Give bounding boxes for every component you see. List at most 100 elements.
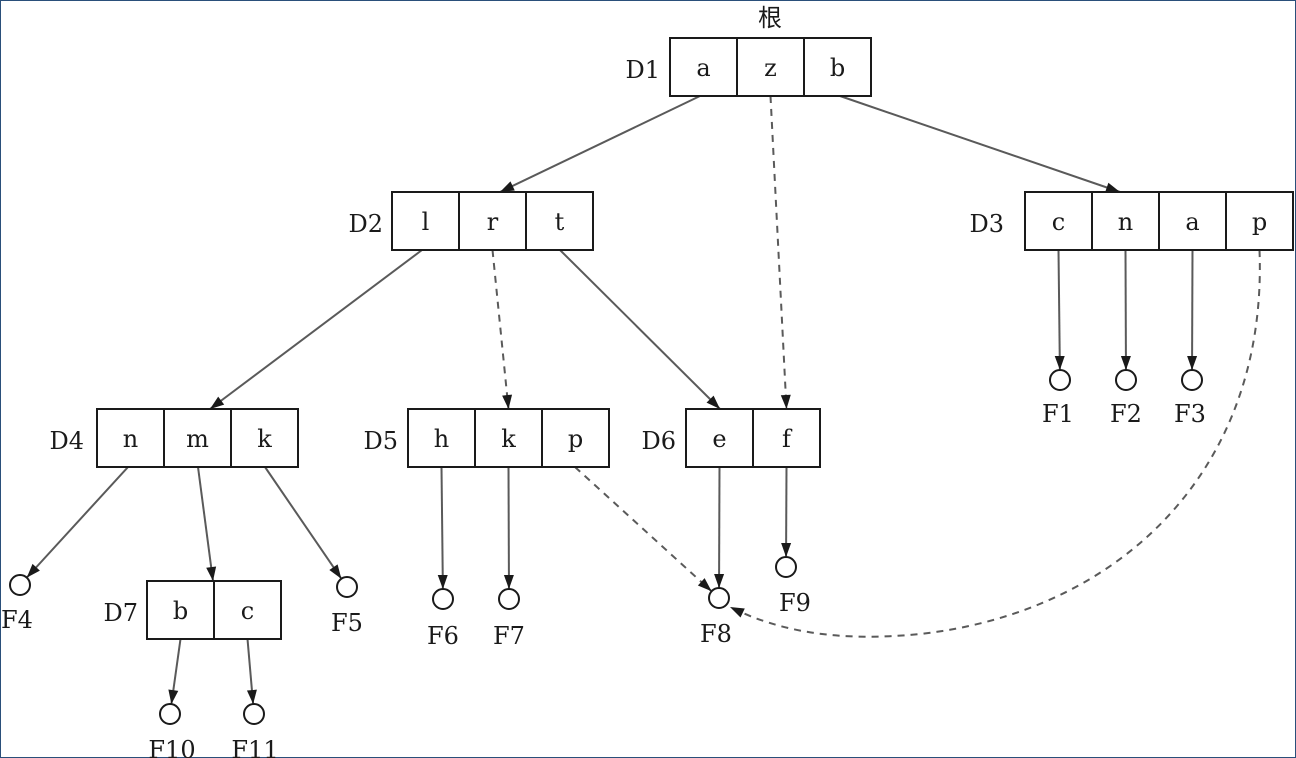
directory-cell bbox=[163, 408, 232, 468]
directory-cell-text: f bbox=[782, 425, 793, 453]
directory-label: D3 bbox=[969, 210, 1004, 238]
file-label: F9 bbox=[779, 589, 811, 617]
link-d6-f-to-f9-arrowhead bbox=[781, 542, 792, 558]
file-node-f5: F5 bbox=[331, 576, 363, 637]
file-label: F3 bbox=[1174, 400, 1206, 428]
file-label: F4 bbox=[1, 606, 33, 634]
directory-cell-text: z bbox=[764, 54, 777, 82]
directory-cell-text: n bbox=[1118, 208, 1133, 236]
directory-cell-text: n bbox=[123, 425, 138, 453]
directory-cell bbox=[685, 408, 754, 468]
directory-cell-text: t bbox=[555, 208, 565, 236]
directory-cell-text: m bbox=[186, 425, 209, 453]
directory-cell-text: a bbox=[1185, 208, 1199, 236]
link-d3-p-to-f8 bbox=[729, 249, 1261, 638]
file-label: F8 bbox=[700, 620, 732, 648]
file-node-f4: F4 bbox=[1, 574, 33, 634]
file-circle bbox=[1181, 369, 1203, 391]
directory-cell bbox=[391, 191, 460, 251]
link-d2-t-to-d6-arrowhead bbox=[706, 395, 720, 409]
directory-cell-text: h bbox=[434, 425, 449, 453]
link-d1-z-to-d6-f bbox=[769, 95, 788, 410]
file-circle bbox=[159, 703, 181, 725]
directory-cell bbox=[1158, 191, 1227, 251]
link-d4-n-to-f4-arrowhead bbox=[26, 563, 40, 578]
directory-label: D1 bbox=[625, 56, 660, 84]
directory-cell bbox=[96, 408, 165, 468]
link-d5-p-to-f8 bbox=[574, 466, 713, 593]
file-label: F2 bbox=[1110, 400, 1142, 428]
root-label: 根 bbox=[758, 4, 782, 32]
directory-cell bbox=[669, 37, 738, 97]
file-label: F6 bbox=[427, 622, 459, 650]
link-d2-r-to-d5-k bbox=[491, 249, 510, 410]
file-circle bbox=[498, 588, 520, 610]
link-d5-h-to-f6 bbox=[440, 466, 444, 590]
file-label: F7 bbox=[493, 622, 525, 650]
link-d1-b-to-d3-arrowhead bbox=[1105, 182, 1120, 193]
file-circle bbox=[9, 574, 31, 596]
file-node-f1: F1 bbox=[1042, 369, 1074, 428]
link-d3-p-to-f8-arrowhead bbox=[730, 607, 745, 618]
link-d3-c-to-f1 bbox=[1057, 249, 1061, 371]
file-node-f6: F6 bbox=[427, 588, 459, 650]
link-d4-n-to-f4 bbox=[26, 466, 129, 579]
directory-cell-text: b bbox=[830, 54, 845, 82]
file-node-f2: F2 bbox=[1110, 369, 1142, 428]
link-d1-a-to-d2 bbox=[499, 95, 701, 193]
link-d1-b-to-d3 bbox=[839, 95, 1121, 193]
directory-cell bbox=[407, 408, 476, 468]
directory-cell bbox=[230, 408, 299, 468]
file-label: F11 bbox=[231, 736, 278, 758]
link-d1-z-to-d6-f-arrowhead bbox=[780, 394, 791, 409]
directory-cell bbox=[752, 408, 821, 468]
file-label: F5 bbox=[331, 609, 363, 637]
file-node-f10: F10 bbox=[148, 703, 196, 758]
file-node-f11: F11 bbox=[231, 703, 279, 758]
directory-node-d4: n m k D4 bbox=[49, 408, 299, 468]
directory-cell bbox=[213, 580, 282, 640]
directory-cell bbox=[525, 191, 594, 251]
directory-label: D4 bbox=[49, 427, 84, 455]
directory-cell bbox=[1091, 191, 1160, 251]
directory-node-d6: e f D6 bbox=[641, 408, 821, 468]
link-d1-a-to-d2-arrowhead bbox=[500, 181, 515, 192]
file-circle bbox=[336, 576, 358, 598]
link-d2-t-to-d6 bbox=[559, 249, 721, 410]
directory-label: D6 bbox=[641, 427, 676, 455]
directory-label: D5 bbox=[363, 427, 398, 455]
link-d6-e-to-f8-arrowhead bbox=[714, 573, 725, 589]
link-d4-k-to-f5-arrowhead bbox=[329, 564, 342, 579]
file-circle bbox=[243, 703, 265, 725]
link-d3-n-to-f2-arrowhead bbox=[1120, 355, 1131, 371]
directory-cell-text: e bbox=[712, 425, 726, 453]
link-d2-l-to-d4 bbox=[209, 249, 423, 410]
directory-cell-text: l bbox=[422, 208, 430, 236]
link-d5-p-to-f8-arrowhead bbox=[697, 578, 712, 592]
link-d5-h-to-f6-arrowhead bbox=[437, 574, 448, 590]
directory-cell-text: k bbox=[257, 425, 272, 453]
directory-cell-text: c bbox=[1052, 208, 1065, 236]
file-node-f3: F3 bbox=[1174, 369, 1206, 428]
link-d4-m-to-d7 bbox=[197, 466, 214, 582]
directory-cell-text: a bbox=[696, 54, 710, 82]
file-circle bbox=[432, 588, 454, 610]
directory-cell-text: k bbox=[501, 425, 516, 453]
directory-cell bbox=[146, 580, 215, 640]
file-circle bbox=[708, 587, 730, 609]
directory-label: D2 bbox=[348, 210, 383, 238]
file-node-f7: F7 bbox=[493, 588, 525, 650]
file-circle bbox=[1115, 369, 1137, 391]
directory-cell-text: c bbox=[241, 597, 254, 625]
link-d7-c-to-f11-arrowhead bbox=[246, 689, 257, 705]
link-d2-r-to-d5-k-arrowhead bbox=[502, 394, 513, 409]
link-d7-b-to-f10-arrowhead bbox=[168, 689, 179, 705]
file-circle bbox=[1049, 369, 1071, 391]
link-d4-k-to-f5 bbox=[264, 466, 343, 580]
file-node-f9: F9 bbox=[775, 556, 811, 617]
file-node-f8: F8 bbox=[700, 587, 732, 648]
